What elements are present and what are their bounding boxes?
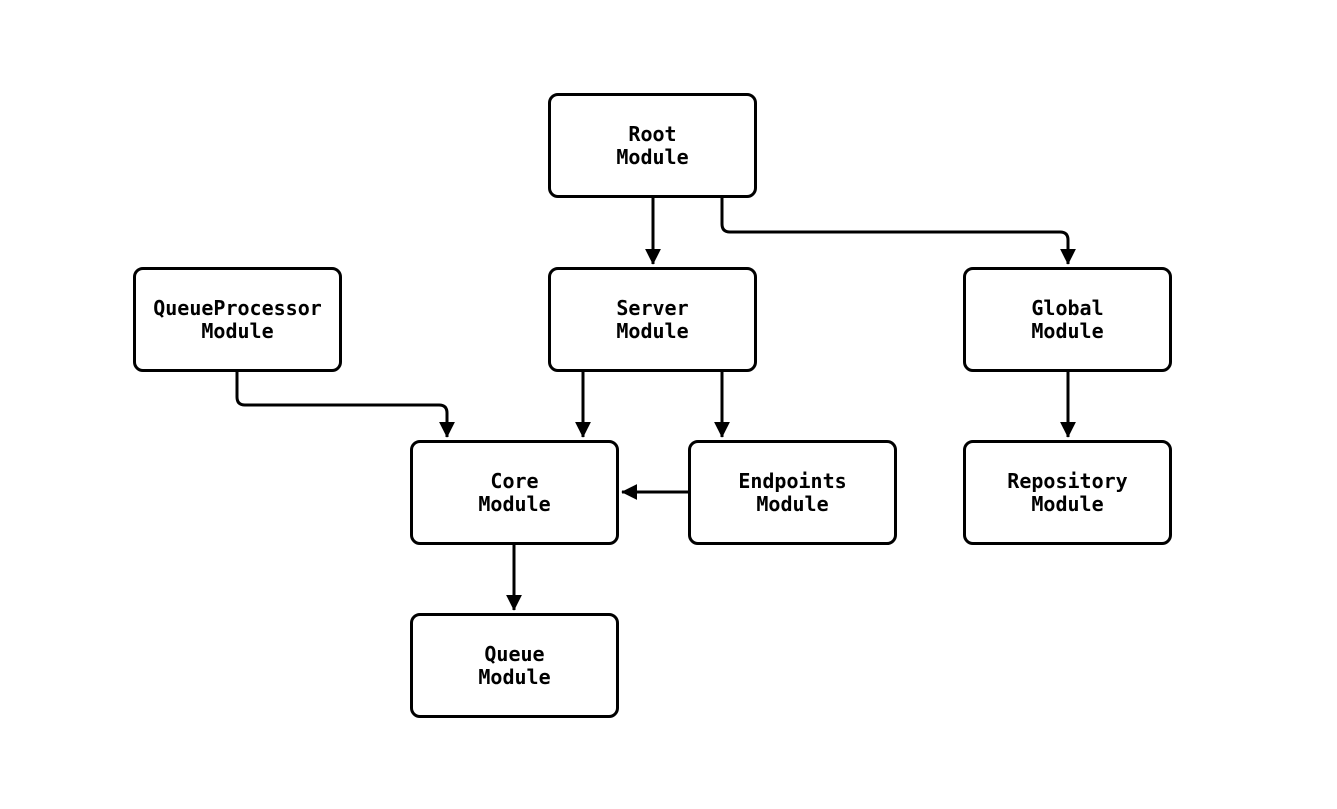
node-endpoints-module-label: Endpoints Module (738, 468, 847, 516)
node-global-module: Global Module (963, 267, 1172, 372)
node-queueprocessor-module: QueueProcessor Module (133, 267, 342, 372)
node-endpoints-module: Endpoints Module (688, 440, 897, 545)
node-root-module-label: Root Module (616, 121, 689, 169)
edge-root-to-global (720, 198, 1076, 265)
node-server-module-label: Server Module (616, 295, 689, 343)
node-repository-module: Repository Module (963, 440, 1172, 545)
node-global-module-label: Global Module (1031, 295, 1104, 343)
node-server-module: Server Module (548, 267, 757, 372)
node-queueprocessor-module-label: QueueProcessor Module (153, 295, 322, 343)
node-root-module: Root Module (548, 93, 757, 198)
node-queue-module-label: Queue Module (478, 641, 551, 689)
edge-queueprocessor-to-core (235, 372, 455, 438)
node-repository-module-label: Repository Module (1007, 468, 1128, 516)
node-core-module-label: Core Module (478, 468, 551, 516)
node-queue-module: Queue Module (410, 613, 619, 718)
node-core-module: Core Module (410, 440, 619, 545)
